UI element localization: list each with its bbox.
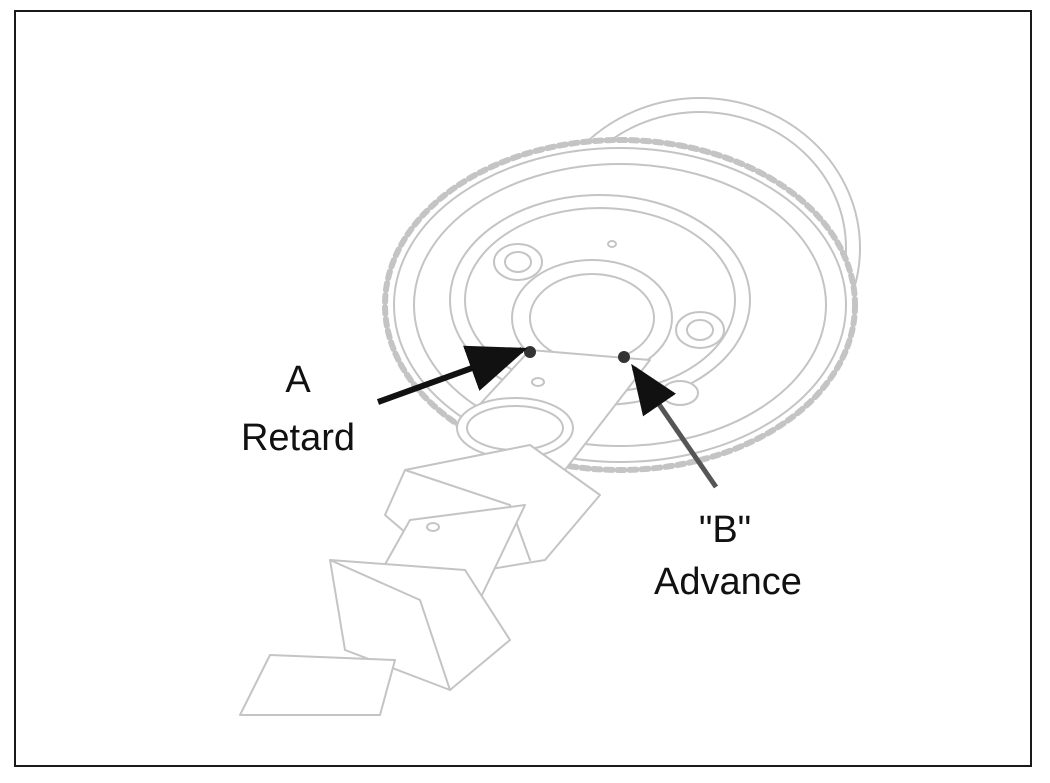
retard-port	[524, 346, 536, 358]
advance-port	[618, 351, 630, 363]
label-advance-text: Advance	[654, 561, 802, 603]
arrow-icon	[376, 345, 528, 405]
label-retard-letter: A	[285, 359, 311, 401]
arrow-icon	[631, 363, 719, 489]
label-advance-letter: "B"	[698, 509, 752, 551]
label-retard-text: Retard	[240, 417, 356, 459]
